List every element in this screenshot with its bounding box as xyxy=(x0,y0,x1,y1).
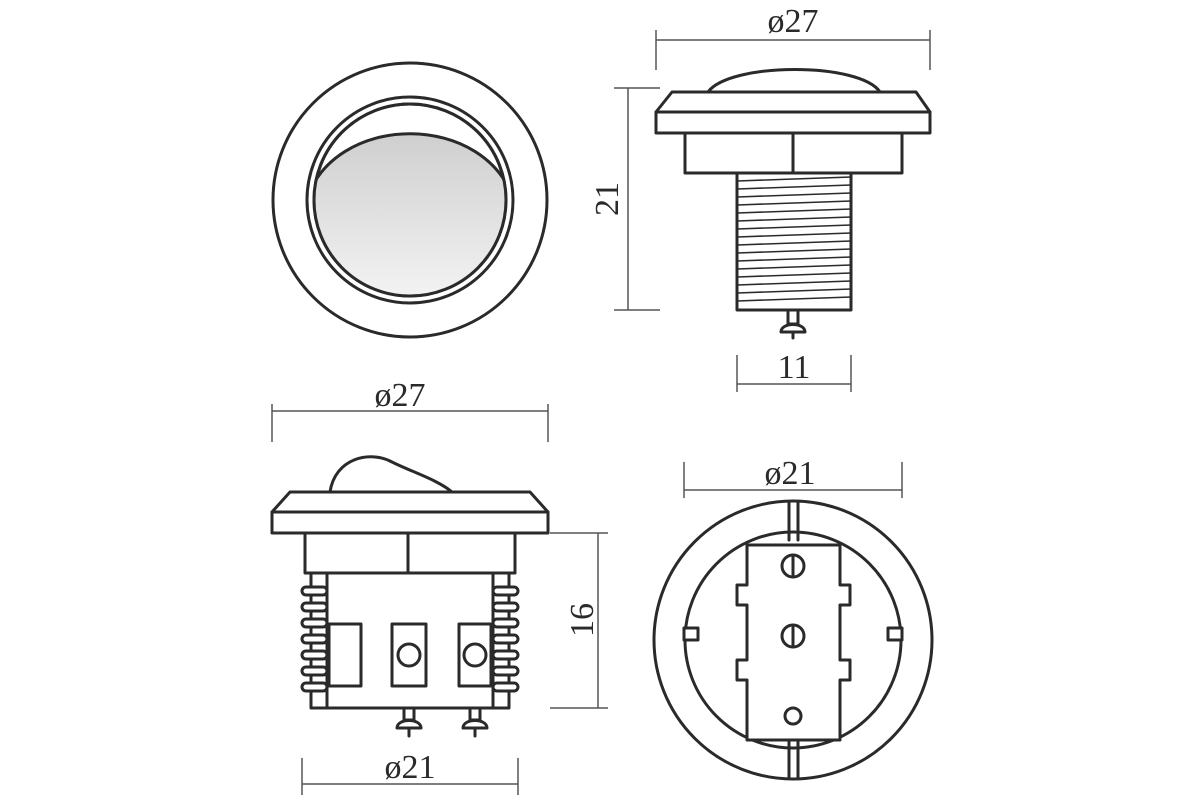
left-fins xyxy=(300,571,329,710)
front-view xyxy=(271,61,549,339)
rear-view: ø21 xyxy=(652,455,934,781)
terminal-side-view: ø27 ø21 16 xyxy=(270,377,608,795)
right-fins xyxy=(491,571,520,710)
dimension-label: ø27 xyxy=(375,377,426,414)
dimension-label: 21 xyxy=(589,182,626,216)
dimension-label: ø21 xyxy=(385,749,436,786)
rocker-face xyxy=(313,132,507,297)
dimension-label: 11 xyxy=(778,349,811,386)
side-view: ø27 21 11 xyxy=(589,3,932,392)
dimension-label: ø21 xyxy=(765,455,816,492)
dimension-label: ø27 xyxy=(768,3,819,40)
thread-lines xyxy=(736,176,852,302)
dimension-label: 16 xyxy=(564,603,601,637)
